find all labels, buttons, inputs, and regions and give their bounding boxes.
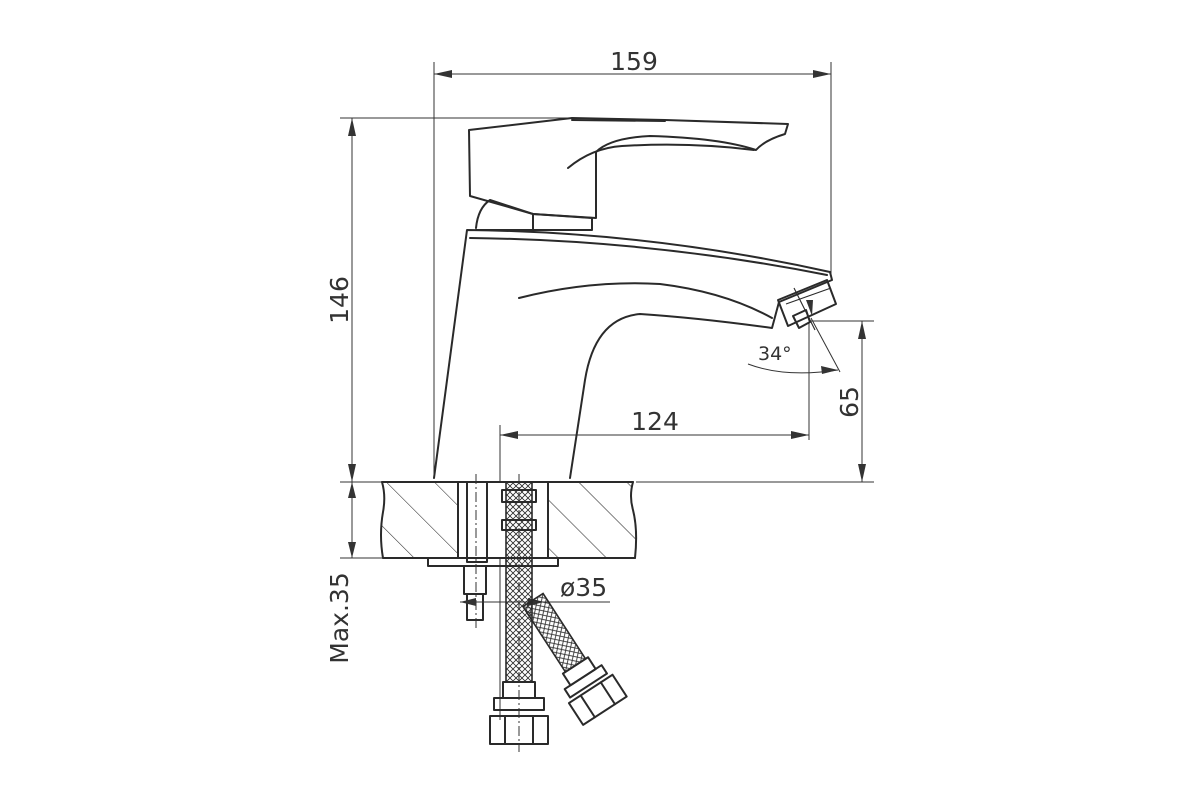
dimension-spout-reach: 124 [499, 322, 810, 720]
dimension-label-height: 146 [325, 276, 354, 324]
dimension-aerator-angle: 34° [747, 300, 841, 374]
dimension-label-diameter: ø35 [560, 573, 607, 602]
dimension-label-max-deck: Max.35 [325, 572, 354, 663]
aerator [777, 279, 837, 331]
dimension-height-overall: 146 [325, 117, 570, 482]
dimension-label-spout-reach: 124 [631, 407, 679, 436]
dimension-label-width: 159 [610, 47, 658, 76]
supply-hose-straight [489, 474, 549, 752]
countertop-section [380, 481, 638, 559]
lever-handle [468, 117, 789, 219]
dimension-max-deck-thickness: Max.35 [325, 481, 382, 664]
dimension-label-angle: 34° [758, 343, 792, 365]
dimension-spout-height: 65 [636, 320, 874, 483]
supply-hose-angled [521, 592, 628, 726]
dimension-width-overall: 159 [433, 47, 832, 478]
dimension-label-spout-height: 65 [835, 386, 864, 418]
faucet-body [433, 229, 833, 479]
cartridge-collar [475, 199, 593, 231]
